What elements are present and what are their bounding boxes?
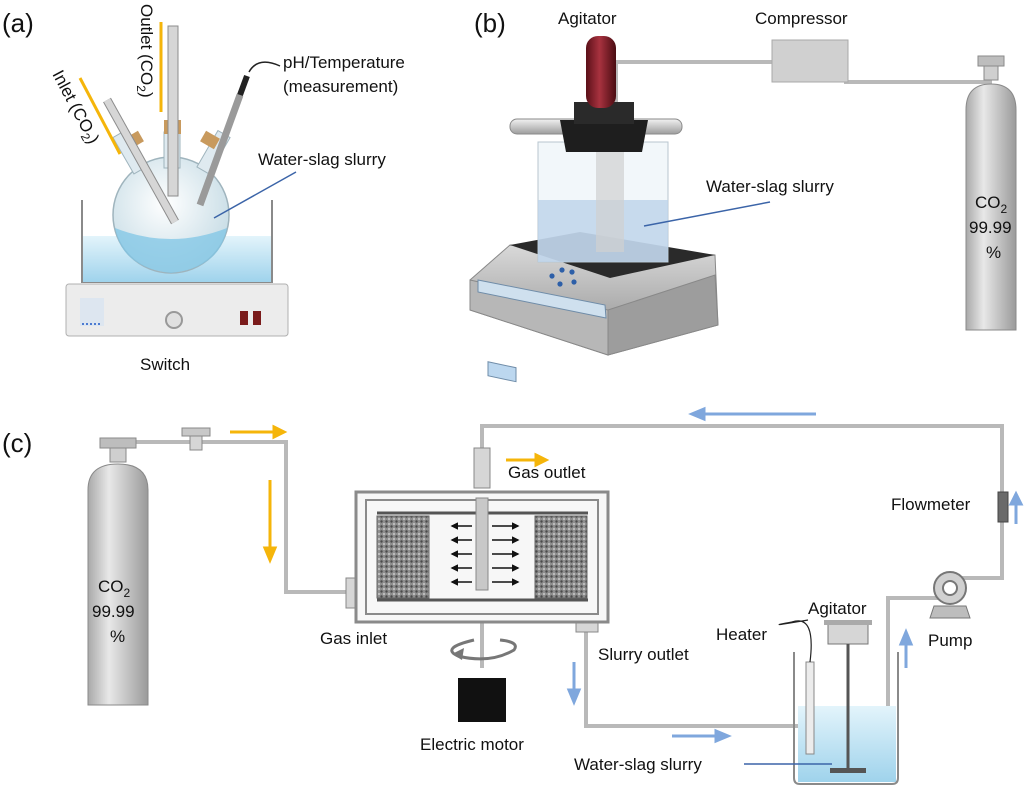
co2-cylinder-b: CO2 99.99 % bbox=[965, 55, 1017, 331]
pipes-c bbox=[120, 424, 1004, 758]
panel-a: (a) bbox=[2, 4, 405, 374]
slurry-leader-b bbox=[643, 201, 771, 227]
cyl-c-formula: CO2 bbox=[98, 577, 131, 600]
slurry-tank bbox=[778, 619, 899, 785]
switch-label: Switch bbox=[140, 355, 190, 374]
gas-inlet-label: Gas inlet bbox=[320, 629, 387, 648]
panel-b: (b) Agitator Compressor CO2 99.99 % bbox=[469, 8, 1017, 383]
cyl-b-formula: CO2 bbox=[975, 193, 1008, 216]
flowmeter-label: Flowmeter bbox=[891, 495, 971, 514]
slurry-label-b: Water-slag slurry bbox=[706, 177, 834, 196]
packing-right bbox=[534, 515, 588, 599]
electric-motor-label: Electric motor bbox=[420, 735, 524, 754]
agitator-label-c: Agitator bbox=[808, 599, 867, 618]
panel-c-tag: (c) bbox=[2, 428, 32, 458]
rotation-symbol bbox=[450, 638, 517, 661]
agitator-motor-b bbox=[586, 36, 616, 108]
heater bbox=[805, 661, 815, 755]
compressor-label: Compressor bbox=[755, 9, 848, 28]
slurry-label-a: Water-slag slurry bbox=[258, 150, 386, 169]
slurry-label-c: Water-slag slurry bbox=[574, 755, 702, 774]
gas-line-b bbox=[614, 60, 774, 110]
hot-plate bbox=[65, 283, 289, 337]
pump-label: Pump bbox=[928, 631, 972, 650]
ph-probe bbox=[196, 93, 244, 207]
liquid-flow-arrows bbox=[566, 406, 1024, 744]
flowmeter bbox=[997, 491, 1009, 523]
panel-c: (c) CO2 99.99 % bbox=[2, 406, 1024, 785]
outlet-tube bbox=[167, 25, 179, 197]
regulator bbox=[181, 427, 211, 437]
stirrer-apparatus bbox=[469, 36, 719, 383]
switch-knob[interactable] bbox=[165, 311, 183, 329]
cyl-c-purity: 99.99 bbox=[92, 602, 135, 621]
cyl-b-percent: % bbox=[986, 243, 1001, 262]
agitator-label-b: Agitator bbox=[558, 9, 617, 28]
control-panel bbox=[477, 279, 607, 319]
central-shaft bbox=[475, 497, 489, 591]
agitator-c bbox=[827, 621, 869, 645]
slurry-leader-a bbox=[213, 171, 297, 219]
flow-arrows bbox=[450, 522, 520, 586]
compressor bbox=[771, 39, 849, 83]
heater-label: Heater bbox=[716, 625, 767, 644]
cyl-b-purity: 99.99 bbox=[969, 218, 1012, 237]
gas-outlet-label: Gas outlet bbox=[508, 463, 586, 482]
cyl-c-percent: % bbox=[110, 627, 125, 646]
electric-motor bbox=[458, 678, 506, 722]
panel-a-tag: (a) bbox=[2, 8, 34, 38]
gas-outlet-port bbox=[473, 447, 491, 489]
rotating-reactor bbox=[354, 490, 610, 624]
ph-label-line1: pH/Temperature bbox=[283, 53, 405, 72]
inlet-arrow bbox=[78, 77, 122, 155]
round-bottom-flask bbox=[103, 25, 281, 274]
ph-label-line2: (measurement) bbox=[283, 77, 398, 96]
outlet-label: Outlet (CO2) bbox=[134, 4, 156, 98]
gas-flow-arrows bbox=[230, 424, 550, 564]
slurry-outlet-label: Slurry outlet bbox=[598, 645, 689, 664]
packing-left bbox=[376, 515, 430, 599]
panel-b-tag: (b) bbox=[474, 8, 506, 38]
co2-cylinder-c: CO2 99.99 % bbox=[87, 437, 149, 706]
pump bbox=[929, 571, 971, 619]
lid bbox=[560, 120, 648, 152]
